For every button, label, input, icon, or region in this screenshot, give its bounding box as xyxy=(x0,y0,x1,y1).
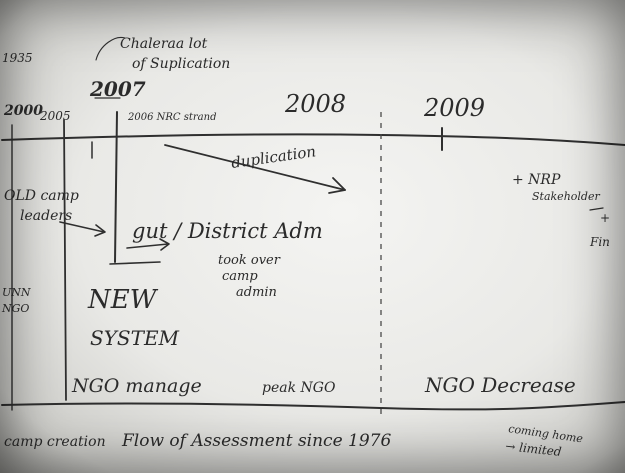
left-edge-mid-line1: UNN xyxy=(2,286,31,299)
top-note-line1: Chaleraa lot xyxy=(120,36,208,52)
year-2000-label: 2000 xyxy=(3,103,43,119)
bottom-left-label: camp creation xyxy=(4,434,106,450)
gut-arrow xyxy=(126,243,169,249)
duplication-arrow xyxy=(164,144,346,191)
old-camp-arrowhead xyxy=(94,224,106,237)
old-camp-arrow xyxy=(59,221,105,233)
top-note-swirl xyxy=(95,36,126,61)
year-2005-label: 2005 xyxy=(39,109,71,123)
ngo-decrease-label: NGO Decrease xyxy=(424,373,576,397)
new-system-line1: NEW xyxy=(87,285,159,315)
new-system-arrow xyxy=(109,261,161,265)
gut-arrowhead xyxy=(159,238,170,251)
duplication-arrowhead xyxy=(328,177,346,194)
year-2008-label: 2008 xyxy=(284,90,346,118)
nrp-label-line2: Stakeholder xyxy=(532,190,600,203)
nrp-label-line1: + NRP xyxy=(512,172,561,188)
left-edge-top-label: 1935 xyxy=(2,51,33,65)
new-system-line2: SYSTEM xyxy=(90,326,180,350)
old-camp-label-line2: leaders xyxy=(20,208,72,224)
old-camp-label-line1: OLD camp xyxy=(4,188,79,204)
year-2007-label: 2007 xyxy=(89,77,146,101)
took-over-line2: camp xyxy=(222,269,258,284)
duplication-label: duplication xyxy=(230,142,317,172)
year-2007-note: 2006 NRC strand xyxy=(127,112,216,123)
gut-district-label: gut / District Adm xyxy=(132,219,323,243)
right-bracket xyxy=(589,207,604,211)
bottom-right-line2: → limited xyxy=(505,439,563,459)
right-edge-line1: + xyxy=(600,211,610,225)
took-over-line1: took over xyxy=(218,253,281,268)
right-edge-line2: Fin xyxy=(589,235,610,249)
year-2007-marker xyxy=(114,111,118,263)
left-edge-mid-line2: NGO xyxy=(1,302,29,315)
bottom-flow-label: Flow of Assessment since 1976 xyxy=(121,431,391,451)
timeline-line xyxy=(1,133,625,146)
bottom-baseline xyxy=(1,401,625,411)
left-frame-line xyxy=(63,119,67,401)
year-2009-label: 2009 xyxy=(423,94,485,122)
ngo-manage-label: NGO manage xyxy=(71,375,202,397)
took-over-line3: admin xyxy=(236,285,277,300)
top-note-line2: of Suplication xyxy=(132,56,230,72)
peak-ngo-label: peak NGO xyxy=(262,380,336,396)
